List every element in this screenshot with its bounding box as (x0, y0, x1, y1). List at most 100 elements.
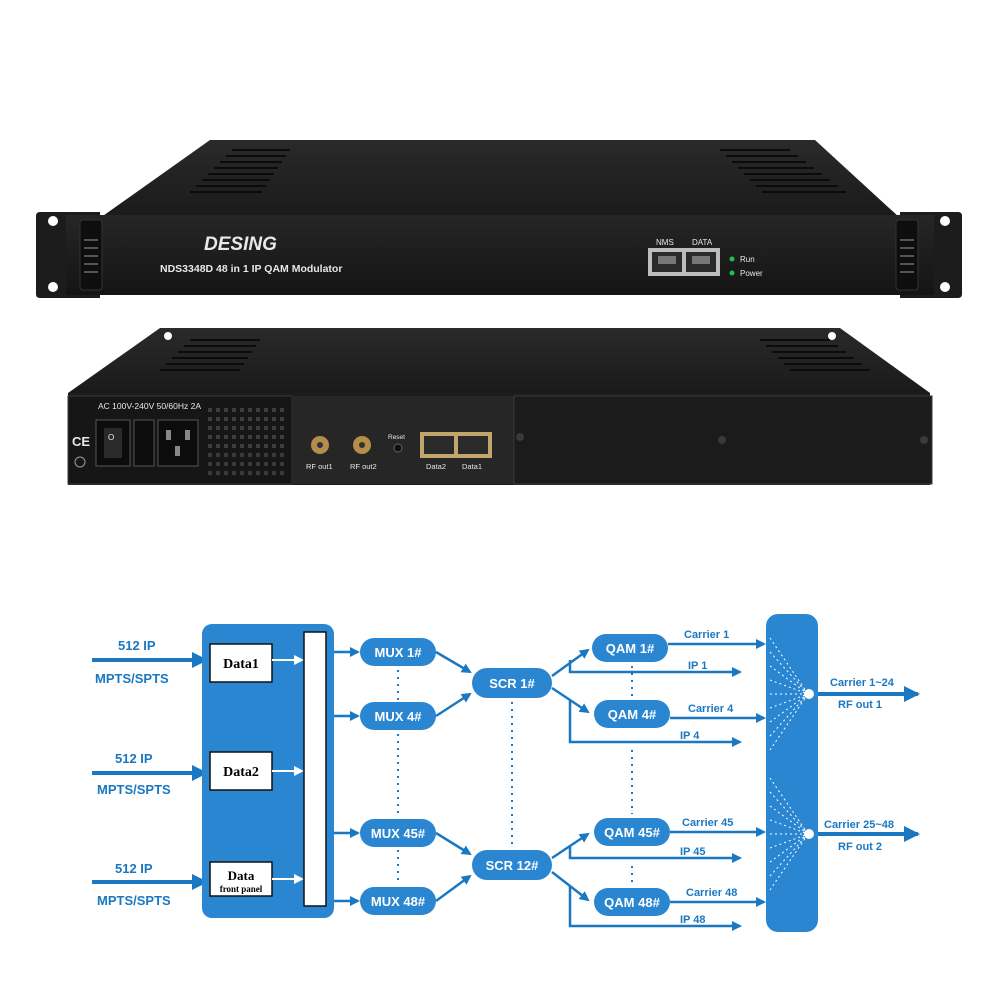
vent-hole (208, 453, 212, 457)
vent-hole (248, 435, 252, 439)
vent-hole (264, 471, 268, 475)
front-face (66, 215, 934, 295)
vent-hole (208, 417, 212, 421)
power-spec-label: AC 100V-240V 50/60Hz 2A (98, 401, 201, 411)
nms-label: NMS (656, 238, 674, 247)
output-carrier-label: Carrier 25~48 (824, 819, 894, 831)
ground-icon (74, 456, 86, 468)
vent-hole (224, 417, 228, 421)
vent-hole (264, 408, 268, 412)
vent-hole (280, 417, 284, 421)
vent-hole (248, 462, 252, 466)
scr-1 (472, 668, 552, 698)
vent-hole (208, 444, 212, 448)
ip-label: IP 1 (688, 660, 707, 672)
mux-scr-arrow (435, 692, 472, 718)
combiner-fan-line (769, 833, 809, 849)
vent-hole (248, 426, 252, 430)
vent-hole (280, 471, 284, 475)
ce-mark: CE (72, 434, 90, 449)
vent-hole (240, 444, 244, 448)
vent-hole (208, 462, 212, 466)
rf-out2-label: RF out2 (350, 462, 377, 471)
input-group-2: 512 IP MPTS/SPTS (92, 751, 208, 797)
inlet-pin-icon (185, 430, 190, 440)
vent-hole (224, 471, 228, 475)
combiner-fan-line (769, 777, 809, 835)
vent-hole (240, 471, 244, 475)
input-group-3: 512 IP MPTS/SPTS (92, 861, 208, 908)
reset-button[interactable] (393, 443, 403, 453)
vent-hole (272, 435, 276, 439)
rear-mount-hole (828, 332, 836, 340)
vent-hole (232, 462, 236, 466)
power-inlet[interactable] (157, 419, 199, 467)
rear-vents (160, 339, 870, 371)
combiner-node (804, 689, 814, 699)
rear-top-surface (68, 328, 930, 393)
carrier-label: Carrier 1 (684, 629, 729, 641)
port-contacts (692, 256, 710, 264)
vent-hole (264, 435, 268, 439)
vent-hole (256, 471, 260, 475)
data-front-box-label: Data (228, 868, 255, 883)
vent-hole (224, 453, 228, 457)
mux-48 (360, 887, 436, 915)
input-label: MPTS/SPTS (97, 893, 171, 908)
data2-port[interactable] (424, 436, 454, 454)
inlet-pin-icon (166, 430, 171, 440)
device-rear: AC 100V-240V 50/60Hz 2A CE O RF out1 RF … (67, 328, 933, 485)
ip-label: IP 45 (680, 846, 706, 858)
data1-port[interactable] (458, 436, 488, 454)
vent-hole (264, 462, 268, 466)
combiner-fan-line (769, 637, 809, 695)
vent-hole (272, 471, 276, 475)
vent-hole (280, 444, 284, 448)
qam-48 (594, 888, 670, 916)
vent-hole (216, 426, 220, 430)
vent-hole (272, 426, 276, 430)
data1-label: Data1 (462, 462, 482, 471)
vent-hole (256, 453, 260, 457)
ip-label: IP 4 (680, 730, 700, 742)
output-rf-label: RF out 2 (838, 841, 882, 853)
vent-hole (248, 417, 252, 421)
vent-hole (208, 408, 212, 412)
combiner-node (804, 829, 814, 839)
carrier-label: Carrier 48 (686, 887, 737, 899)
screw-icon (718, 436, 726, 444)
mux-scr-arrow (435, 650, 472, 674)
combiner-fan-line (769, 833, 809, 891)
run-label: Run (740, 255, 755, 264)
scr12-fanout (551, 832, 742, 931)
rf-connector-pin (359, 442, 365, 448)
vent-hole (216, 471, 220, 475)
vent-hole (280, 435, 284, 439)
data1-box (209, 643, 273, 683)
power-led (729, 270, 735, 276)
data2-box-label: Data2 (223, 765, 259, 780)
vent-hole (256, 435, 260, 439)
qam-label: QAM 48# (604, 895, 660, 910)
input-label: MPTS/SPTS (95, 671, 169, 686)
carrier-label: Carrier 4 (688, 703, 734, 715)
mux-1 (360, 638, 436, 666)
vent-hole (256, 408, 260, 412)
front-ear-hole (48, 216, 58, 226)
vent-hole (232, 471, 236, 475)
mux-scr-arrow (435, 831, 472, 856)
fuse-holder (133, 419, 155, 467)
vent-hole (216, 462, 220, 466)
data-front-box (209, 861, 273, 897)
combiner-fan-line (769, 819, 809, 835)
vent-hole (248, 471, 252, 475)
input-group-1: 512 IP MPTS/SPTS (92, 638, 208, 686)
qam-label: QAM 1# (606, 641, 655, 656)
power-switch-rocker (104, 428, 122, 458)
vent-hole (224, 435, 228, 439)
front-ear-hole (48, 282, 58, 292)
data2-label: Data2 (426, 462, 446, 471)
vent-hole (264, 426, 268, 430)
model-label: NDS3348D 48 in 1 IP QAM Modulator (160, 263, 342, 275)
data1-box-label: Data1 (223, 657, 259, 672)
